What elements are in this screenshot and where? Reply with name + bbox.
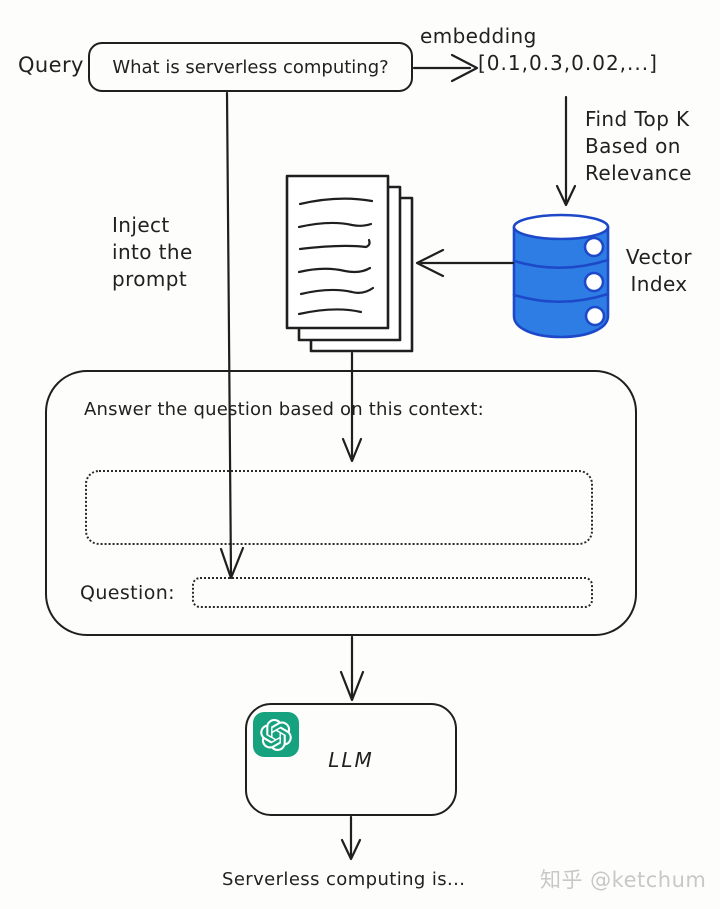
- arrow-vector-index-to-documents: [415, 248, 515, 278]
- question-label: Question:: [80, 582, 175, 604]
- inject-into-prompt-note: Inject into the prompt: [112, 213, 193, 291]
- arrow-prompt-to-llm: [339, 635, 365, 702]
- embedding-label: embedding: [420, 24, 537, 48]
- context-instruction-text: Answer the question based on this contex…: [84, 399, 484, 420]
- watermark: 知乎 @ketchum: [540, 868, 707, 892]
- llm-label: LLM: [328, 748, 374, 772]
- documents-icon: [285, 174, 414, 353]
- find-top-k-note: Find Top K Based on Relevance: [585, 107, 692, 185]
- embedding-vector-text: [0.1,0.3,0.02,...]: [478, 51, 658, 75]
- query-box-text: What is serverless computing?: [112, 56, 389, 78]
- query-box: What is serverless computing?: [88, 42, 413, 92]
- database-icon: [512, 213, 610, 339]
- arrow-query-to-embedding: [412, 53, 479, 83]
- vector-index-label: Vector Index: [625, 245, 693, 296]
- output-text: Serverless computing is...: [222, 869, 466, 890]
- arrow-embedding-to-vector-index: [555, 95, 577, 207]
- prompt-template-box: [45, 370, 637, 636]
- question-placeholder-box: [192, 577, 593, 608]
- llm-box: [245, 703, 457, 816]
- openai-logo-icon: [253, 712, 299, 757]
- query-label: Query: [18, 53, 84, 77]
- arrow-llm-to-output: [340, 815, 362, 861]
- context-placeholder-box: [85, 470, 593, 545]
